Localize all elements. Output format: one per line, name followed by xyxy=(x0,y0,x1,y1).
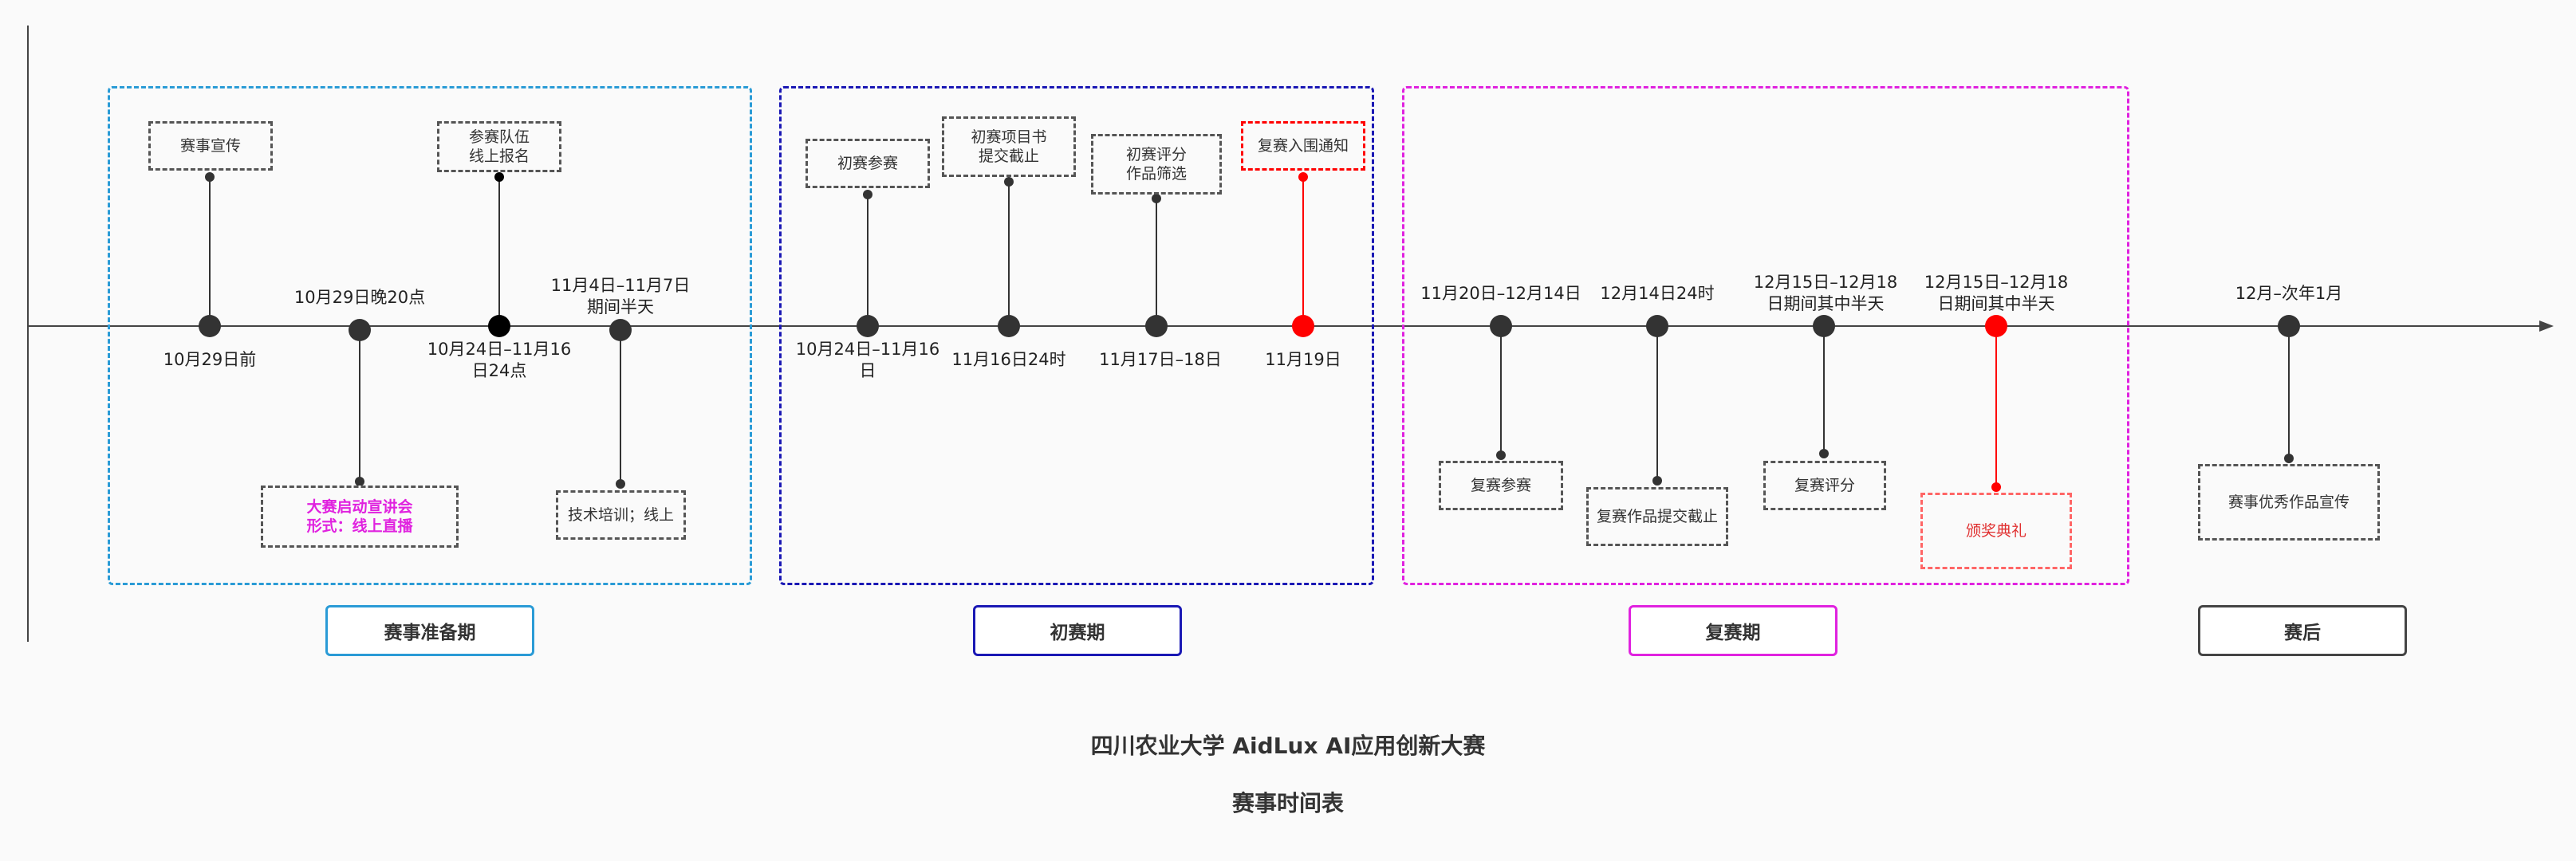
event-date: 10月24日–11月16 日 xyxy=(795,340,940,380)
event-connector-dot xyxy=(1496,450,1506,460)
event-box-tech-training: 技术培训；线上 xyxy=(556,490,686,540)
event-dot xyxy=(2278,315,2300,337)
event-connector-dot xyxy=(1652,476,1662,486)
event-stem xyxy=(1500,326,1502,455)
event-stem xyxy=(359,330,360,482)
event-box-prelim-proposal-deadline: 初赛项目书 提交截止 xyxy=(942,116,1076,177)
event-date: 10月29日前 xyxy=(163,350,257,369)
event-connector-dot xyxy=(494,172,504,182)
event-dot xyxy=(1490,315,1512,337)
event-stem xyxy=(1995,326,1997,487)
event-date: 11月16日24时 xyxy=(951,350,1066,369)
phase-label-prelim: 初赛期 xyxy=(973,605,1182,656)
event-stem xyxy=(1302,177,1304,326)
event-box-final-scoring: 复赛评分 xyxy=(1763,461,1886,510)
event-dot xyxy=(1292,315,1314,337)
page-title: 四川农业大学 AidLux AI应用创新大赛 xyxy=(1090,733,1486,759)
event-box-final-entry: 复赛参赛 xyxy=(1439,461,1563,510)
event-box-final-notice: 复赛入围通知 xyxy=(1241,121,1365,171)
timeline-arrowhead xyxy=(2539,320,2554,332)
phase-frame-final xyxy=(1402,86,2129,585)
phase-label-prep: 赛事准备期 xyxy=(325,605,534,656)
event-stem xyxy=(620,330,621,484)
event-connector-dot xyxy=(1991,482,2001,492)
event-connector-dot xyxy=(205,172,215,182)
event-connector-dot xyxy=(1004,177,1014,187)
phase-label-after: 赛后 xyxy=(2198,605,2407,656)
event-dot xyxy=(1646,315,1668,337)
event-connector-dot xyxy=(863,190,872,199)
event-box-outstanding-works-promotion: 赛事优秀作品宣传 xyxy=(2198,464,2380,541)
event-connector-dot xyxy=(1819,449,1829,458)
event-dot xyxy=(1145,315,1168,337)
event-box-team-registration: 参赛队伍 线上报名 xyxy=(437,121,561,172)
event-date: 11月4日–11月7日 期间半天 xyxy=(550,276,691,316)
event-stem xyxy=(867,195,869,326)
phase-frame-prep xyxy=(108,86,752,585)
event-dot xyxy=(998,315,1020,337)
event-date: 11月20日–12月14日 xyxy=(1420,284,1581,303)
event-date: 11月17日–18日 xyxy=(1099,350,1222,369)
event-box-award-ceremony: 颁奖典礼 xyxy=(1920,493,2072,569)
event-date: 12月–次年1月 xyxy=(2235,284,2343,303)
event-box-launch-session: 大赛启动宣讲会 形式：线上直播 xyxy=(261,486,459,548)
event-connector-dot xyxy=(1298,172,1308,182)
event-connector-dot xyxy=(355,477,364,486)
event-date: 12月14日24时 xyxy=(1600,284,1715,303)
event-connector-dot xyxy=(616,479,625,489)
event-stem xyxy=(1156,199,1157,326)
event-box-prelim-entry: 初赛参赛 xyxy=(805,139,930,188)
event-stem xyxy=(2288,326,2290,458)
event-stem xyxy=(1656,326,1658,481)
event-stem xyxy=(1823,326,1825,454)
event-date: 12月15日–12月18 日期间其中半天 xyxy=(1924,273,2069,313)
event-connector-dot xyxy=(1152,194,1161,203)
event-dot xyxy=(857,315,879,337)
event-dot xyxy=(199,315,221,337)
event-date: 11月19日 xyxy=(1265,350,1341,369)
event-dot xyxy=(488,315,510,337)
event-dot xyxy=(609,319,632,341)
event-date: 10月24日–11月16 日24点 xyxy=(427,340,572,380)
event-stem xyxy=(209,177,211,326)
page-subtitle: 赛事时间表 xyxy=(1231,790,1344,816)
event-dot xyxy=(1813,315,1835,337)
event-dot xyxy=(349,319,371,341)
event-box-promotion: 赛事宣传 xyxy=(148,121,273,171)
event-date: 10月29日晚20点 xyxy=(293,288,426,307)
event-stem xyxy=(1008,182,1010,326)
event-box-final-submission-deadline: 复赛作品提交截止 xyxy=(1586,487,1728,546)
event-connector-dot xyxy=(2284,454,2294,463)
event-box-prelim-scoring: 初赛评分 作品筛选 xyxy=(1091,134,1222,195)
event-stem xyxy=(498,177,500,326)
event-date: 12月15日–12月18 日期间其中半天 xyxy=(1753,273,1898,313)
event-dot xyxy=(1985,315,2007,337)
phase-label-final: 复赛期 xyxy=(1629,605,1837,656)
phase-frame-prelim xyxy=(779,86,1374,585)
